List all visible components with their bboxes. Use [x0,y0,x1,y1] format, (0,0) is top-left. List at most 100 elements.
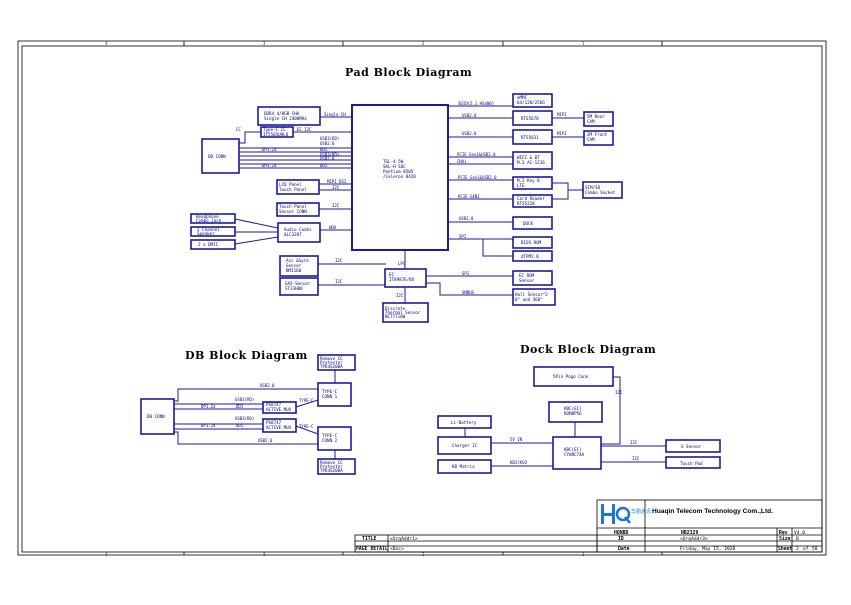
db-sig-ec-i2c: EC I2C [297,127,312,132]
typec2-label-2: CONN 2 [322,438,338,443]
db2-sig-typec-1: TYPE-C [299,398,314,403]
emmc-signal: SDIO(5.1 HS400) [458,101,494,106]
typec-ic-label-1: Type-C IC [263,127,286,132]
db-conn-2-label: DB CONN [147,414,165,419]
rts5831-label: RTS5831 [521,135,539,140]
thermal-label-2: Thermal Sensor [385,310,421,315]
audio-codec-label-2: ALC3287 [284,232,302,237]
zone-bottom-1: 1 [582,552,585,557]
db-sig-ddi-1: DDI [320,147,328,152]
wifi-sig-cnvi: CNVi [457,159,467,164]
sim-label-2: Combo Socket [585,190,616,195]
pogo-label: 5Pin Pogo Conn [553,374,589,379]
lte-label-2: LTE [517,183,525,188]
audio-codec-label-1: Audio Codec [284,227,312,232]
db-sig-usb2-2: USB2.0 [320,156,335,161]
touch-panel-sig: I2C [332,203,340,208]
rom-sig: SPI [459,234,467,239]
ec-sig-lpc: LPC [398,261,406,266]
prot1-label-2: Protector [320,360,343,365]
id-label: ID [618,536,624,542]
rear-cam-label-2: CAM [587,119,595,124]
sim-label-1: SIM/SD [585,185,601,190]
emmc-label-1: eMMC [517,95,528,100]
detail-value: <Doc> [390,546,404,552]
hall-label-1: Hall Sensor*2 [515,292,548,297]
zone-bottom-4: 4 [105,552,108,557]
db-sig-usb2-1: USB2.0 [320,141,335,146]
detail-label: PAGE DETAIL [356,546,388,552]
prot1-label-3: TPD4S200A [320,364,343,369]
prot2-label-1: Remove CC [320,460,343,465]
prot2-label-2: Protector [320,464,343,469]
lcd-panel-block [276,179,320,195]
db-sig-usb3-2: USB3(RD) [320,152,339,157]
sheet-border [17,40,827,556]
mux1-label-2: ACTIVE MUX [266,407,292,412]
ec-rom-label-1: EC ROM [519,273,535,278]
matrix-label: KB Matrix [452,464,475,469]
front-cam-label-1: 2M Front [587,132,608,137]
gas-label-1: GAS-Sensor [285,281,311,286]
touchpad-label: Touch Pad [680,461,703,466]
db-sig-cc: CC [236,127,241,132]
date-value: Friday, May 15, 2020 [680,546,736,552]
db-sig-dp-1: DP1.2a [262,147,277,152]
db2-sig-dp-2: DP1.2a [201,423,216,428]
ec-sig-spi: SPI [462,271,470,276]
db2-sig-ddi-2: DDI [236,423,244,428]
db2-sig-dp-1: DP1.2a [201,404,216,409]
prot1-label-1: Remove CC [320,356,343,361]
title-label: TITLE [362,536,377,542]
ddr4-label-1: DDR4 4/8GB CHA [264,111,300,116]
charger-sig: 5V IN [510,437,523,442]
cpu-label-2: SKL-H SOC [383,164,406,169]
battery-label: Li-Battery [451,420,477,425]
company-name: Huaqin Telecom Technology Com.,Ltd. [652,508,773,515]
db2-sig-usb3-1: USB3(RD) [235,397,254,402]
card-label-1: Card Reader [517,196,545,201]
db-diagram-title: DB Block Diagram [185,349,308,362]
typec1-label-2: CONN 1 [322,394,338,399]
db-conn-label: DB CONN [208,154,226,159]
dock-block [512,216,553,230]
db-conn-2-block [140,398,175,435]
hall-label-2: 0° and 360° [515,297,543,302]
cpu-label-3: Pentium 8505 [383,169,414,174]
typec1-label-1: TYPE-C [322,389,338,394]
db-sig-ddi-2: DDI [320,163,328,168]
zone-top-1: 1 [582,41,585,46]
size-value: B [796,536,799,542]
ec-rom-block [512,270,553,286]
gas-label-2: ST33H08 [285,286,303,291]
typec2-label-1: TYPE-C [322,433,338,438]
tpm-label: dTPM2.0 [521,254,539,259]
rev-value: V4.0 [794,530,805,536]
kbc-label-1: KBC(EC) [564,447,582,452]
gsensor-sig: I2C [630,440,638,445]
kbc-rom-label-2: ROM8P56 [564,411,582,416]
active-mux-1-block [262,401,297,414]
cpu-label-1: TGL-4.5W [383,159,404,164]
db-conn-block [201,138,240,174]
front-cam-sig: MIPI [557,131,567,136]
ec-label-2: IT8987E/BX [389,277,415,282]
lcd-label-1: LCD Panel [279,182,302,187]
touch-panel-label-2: Sensor CONN [279,209,307,214]
project-label: HQNBD [614,530,629,536]
thermal-sensor-block [382,302,429,323]
pad-diagram-title: Pad Block Diagram [345,66,472,79]
cpu-block [351,104,449,251]
mux1-label-1: PS8747 [266,402,282,407]
kbc-rom-label-1: KBC(EC) [564,406,582,411]
headphone-block [190,213,236,224]
ddr4-label-2: Single CH 2400MHz [264,116,307,121]
sheet-label: Sheet [778,546,793,552]
speaker-label-1: 2 Channel [197,227,220,232]
gas-sig: I2C [335,279,343,284]
db-sig-dp-2: DP1.2a [262,163,277,168]
accel-sig: I2C [335,258,343,263]
db2-sig-usb2-2: USB2.0 [258,438,273,443]
touch-panel-label-1: Touch Panel [279,204,307,209]
